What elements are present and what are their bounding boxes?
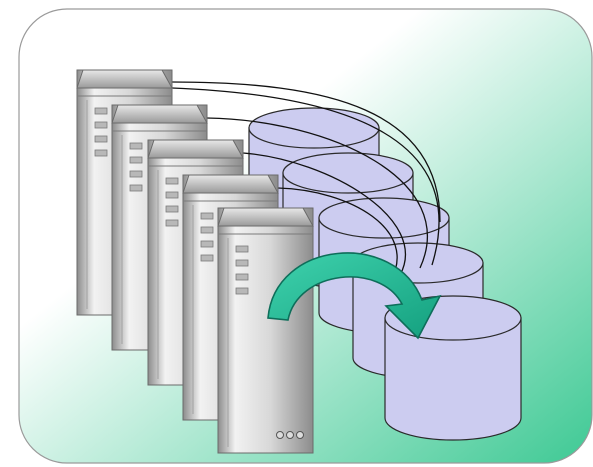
server-tower [218,208,313,453]
led-indicator-icon [277,432,304,439]
